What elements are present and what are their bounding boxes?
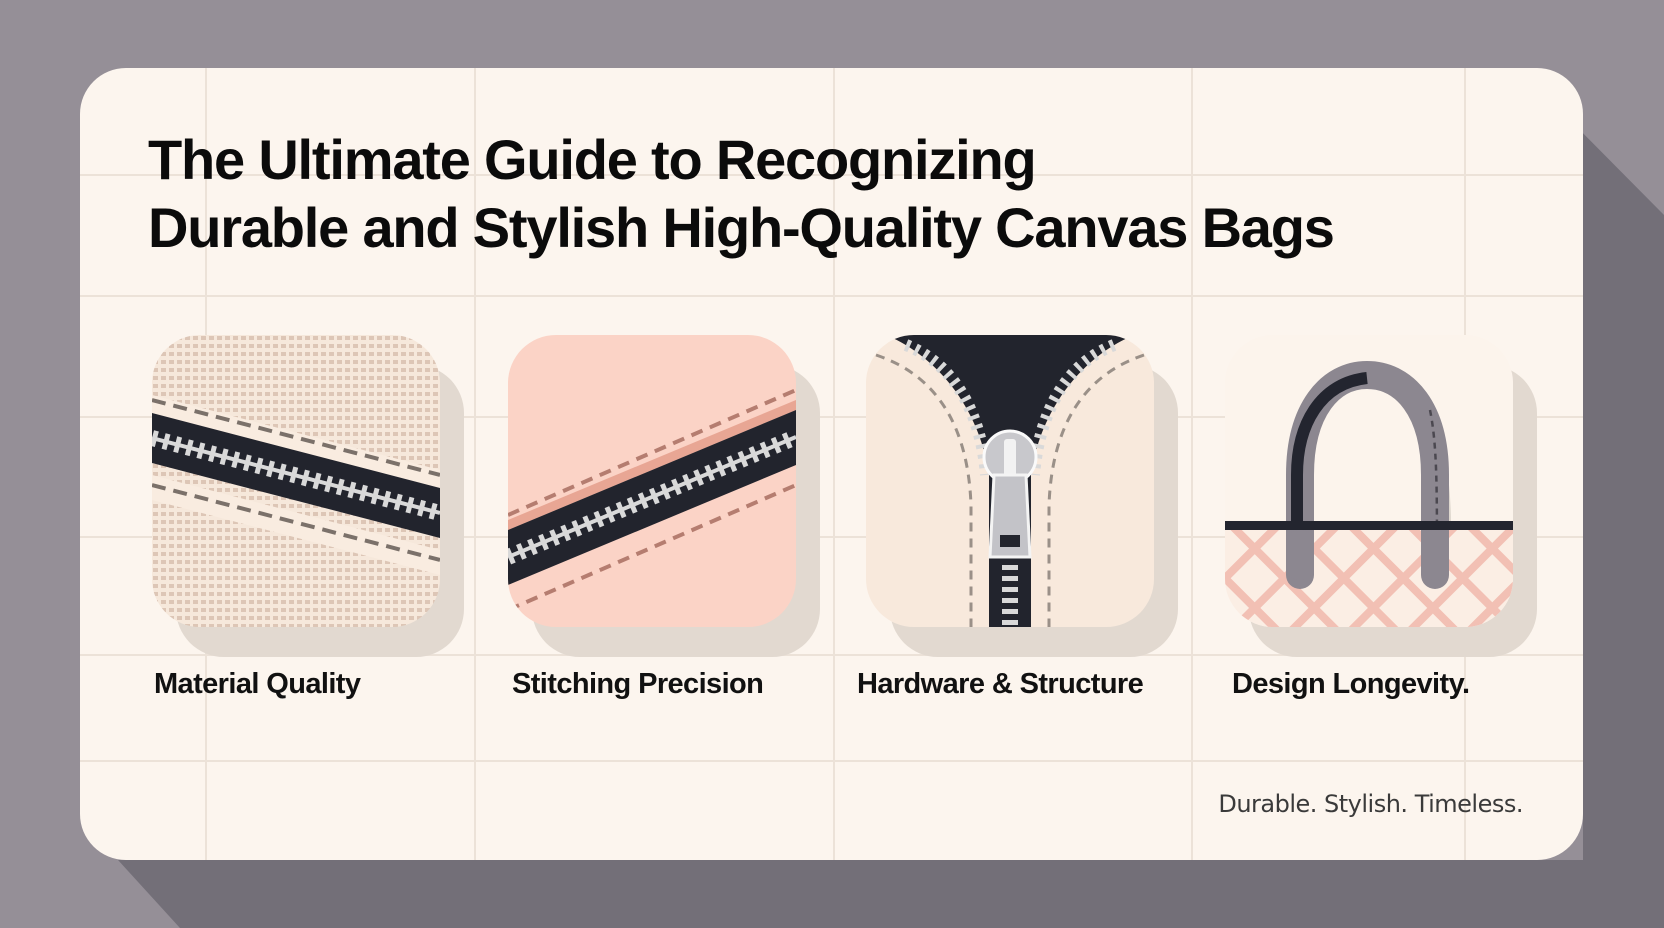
feature-label: Material Quality: [154, 668, 361, 700]
grid-line: [1191, 68, 1193, 860]
feature-label: Stitching Precision: [512, 668, 764, 700]
infographic-card: The Ultimate Guide to Recognizing Durabl…: [80, 68, 1583, 860]
feature-card-stitching-precision: [508, 335, 820, 657]
tote-bag-icon: [1225, 335, 1513, 627]
feature-card-design-longevity: [1225, 335, 1537, 657]
grid-line: [80, 760, 1583, 762]
page-title: The Ultimate Guide to Recognizing Durabl…: [148, 126, 1335, 262]
title-line-2: Durable and Stylish High-Quality Canvas …: [148, 196, 1335, 259]
feature-label: Design Longevity.: [1232, 668, 1470, 700]
feature-label: Hardware & Structure: [857, 668, 1144, 700]
grid-line: [80, 416, 1583, 418]
canvas-zipper-icon: [152, 335, 440, 627]
grid-line: [833, 68, 835, 860]
feature-card-hardware-structure: [866, 335, 1178, 657]
grid-line: [80, 174, 1583, 176]
grid-line: [80, 295, 1583, 297]
zipper-pull-icon: [866, 335, 1154, 627]
grid-line: [474, 68, 476, 860]
stitched-zipper-icon: [508, 335, 796, 627]
grid-line: [80, 654, 1583, 656]
tagline: Durable. Stylish. Timeless.: [1218, 790, 1523, 818]
grid-line: [80, 536, 1583, 538]
title-line-1: The Ultimate Guide to Recognizing: [148, 128, 1037, 191]
feature-card-material-quality: [152, 335, 464, 657]
